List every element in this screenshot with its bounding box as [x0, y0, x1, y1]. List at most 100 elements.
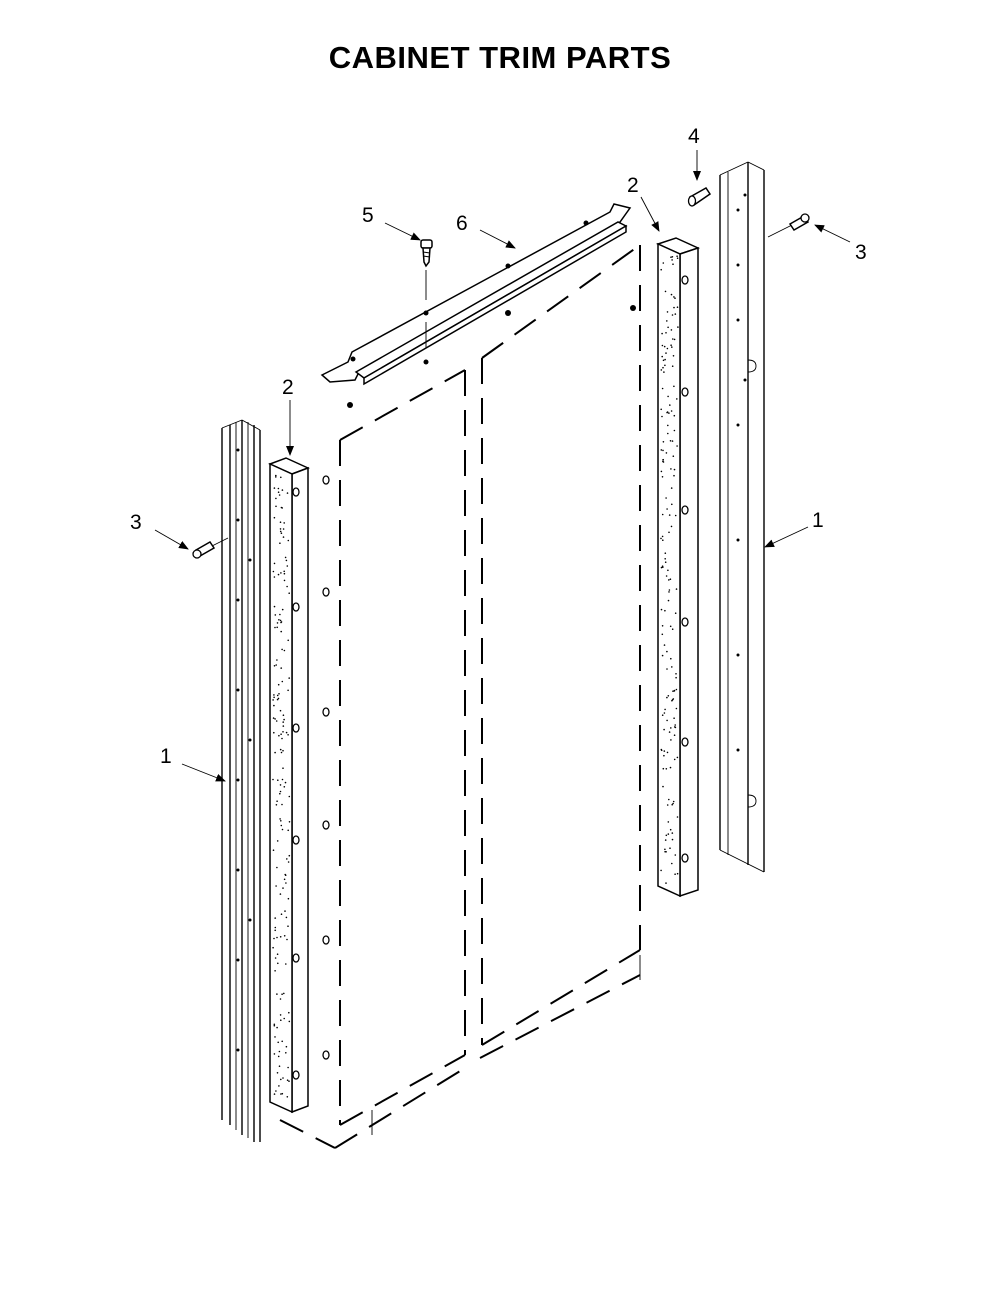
texture-dot: [288, 1011, 290, 1014]
texture-dot: [283, 570, 286, 573]
texture-dot: [280, 824, 283, 827]
texture-dot: [661, 654, 664, 657]
texture-dot: [666, 347, 669, 350]
texture-dot: [667, 821, 670, 823]
texture-dot: [676, 872, 679, 875]
texture-dot: [280, 630, 283, 633]
texture-dot: [277, 491, 280, 494]
texture-dot: [673, 296, 675, 298]
texture-dot: [273, 694, 275, 696]
texture-dot: [671, 862, 673, 865]
texture-dot: [273, 1093, 276, 1095]
texture-dot: [662, 785, 664, 788]
texture-dot: [273, 1024, 276, 1027]
texture-dot: [278, 1085, 280, 1087]
texture-dot: [671, 838, 674, 841]
texture-dot: [661, 355, 663, 358]
texture-dot: [673, 429, 676, 432]
texture-dot: [669, 404, 671, 406]
texture-dot: [282, 749, 284, 752]
texture-dot: [288, 1080, 290, 1082]
texture-dot: [276, 936, 278, 939]
texture-dot: [286, 1079, 289, 1081]
texture-dot: [664, 552, 667, 554]
texture-dot: [663, 728, 665, 731]
texture-dot: [671, 628, 674, 630]
texture-dot: [661, 714, 664, 716]
texture-dot: [274, 614, 277, 616]
texture-dot: [279, 709, 282, 712]
texture-dot: [670, 329, 673, 331]
texture-dot: [660, 268, 662, 271]
texture-dot: [669, 847, 671, 849]
texture-dot: [664, 358, 666, 361]
texture-dot: [274, 917, 277, 919]
texture-dot: [668, 412, 670, 414]
texture-dot: [288, 592, 291, 594]
texture-dot: [279, 748, 282, 751]
texture-dot: [281, 737, 283, 740]
texture-dot: [286, 1096, 289, 1098]
texture-dot: [285, 882, 287, 884]
left-side-panel: [221, 419, 261, 1142]
texture-dot: [660, 869, 662, 872]
texture-dot: [667, 599, 670, 602]
texture-dot: [665, 834, 668, 837]
texture-dot: [282, 1077, 284, 1079]
texture-dot: [276, 800, 278, 802]
texture-dot: [283, 1017, 286, 1020]
texture-dot: [274, 957, 277, 959]
texture-dot: [672, 455, 675, 458]
texture-dot: [672, 338, 674, 340]
texture-dot: [664, 364, 666, 367]
texture-dot: [279, 530, 282, 533]
texture-dot: [666, 508, 668, 510]
texture-dot: [671, 699, 673, 702]
texture-dot: [272, 849, 275, 851]
texture-dot: [277, 683, 280, 686]
texture-dot: [287, 689, 289, 692]
texture-dot: [285, 731, 288, 734]
texture-dot: [280, 733, 282, 735]
texture-dot: [272, 570, 275, 573]
texture-dot: [665, 352, 667, 354]
texture-dot: [662, 359, 665, 362]
callout-labels: 4 2 5 6 3 2 3 1 1: [130, 125, 867, 768]
texture-dot: [670, 344, 672, 347]
texture-dot: [284, 873, 287, 876]
texture-dot: [674, 313, 677, 315]
texture-dot: [661, 332, 663, 335]
texture-dot: [670, 293, 673, 296]
texture-dot: [276, 659, 278, 661]
texture-dot: [674, 873, 676, 875]
texture-dot: [279, 792, 281, 795]
texture-dot: [671, 803, 673, 806]
texture-dot: [663, 750, 666, 752]
texture-dot: [663, 644, 666, 646]
texture-dot: [671, 255, 674, 258]
texture-dot: [673, 414, 676, 417]
texture-dot: [276, 622, 279, 624]
texture-dot: [667, 695, 670, 697]
texture-dot: [670, 410, 673, 412]
texture-dot: [673, 689, 676, 692]
texture-dot: [278, 734, 280, 737]
texture-dot: [668, 579, 670, 581]
texture-dot: [272, 699, 274, 701]
texture-dot: [278, 619, 280, 621]
texture-dot: [665, 497, 667, 499]
texture-dot: [274, 718, 276, 720]
texture-dot: [666, 311, 669, 313]
texture-dot: [670, 468, 672, 470]
texture-dot: [666, 804, 669, 806]
texture-dot: [660, 369, 663, 371]
texture-dot: [274, 970, 276, 972]
texture-dot: [667, 326, 669, 329]
texture-dot: [670, 657, 672, 660]
texture-dot: [660, 608, 663, 611]
right-side-panel: [719, 161, 765, 873]
texture-dot: [287, 539, 290, 542]
texture-dot: [279, 542, 281, 544]
texture-dot: [663, 712, 666, 714]
